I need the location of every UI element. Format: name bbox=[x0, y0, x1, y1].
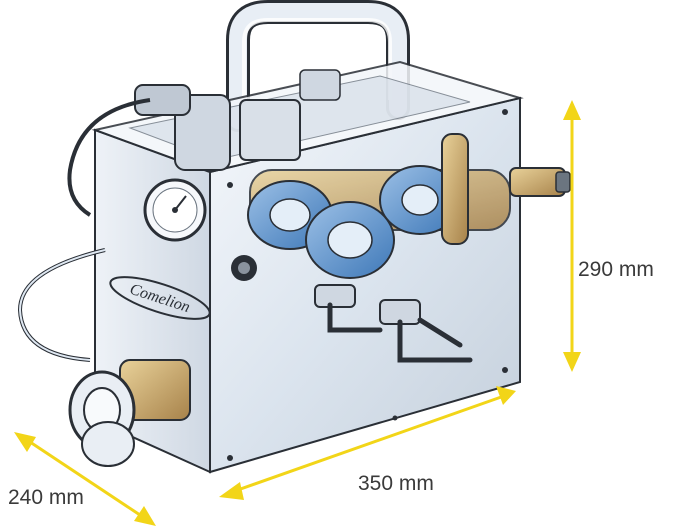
inlet-filter bbox=[68, 359, 191, 467]
motor-assembly bbox=[134, 69, 341, 171]
carry-handle-icon bbox=[226, 0, 410, 132]
width-label: 350 mm bbox=[358, 472, 434, 495]
valve-manifold bbox=[231, 133, 571, 363]
depth-dimension-arrow bbox=[14, 432, 156, 526]
filter-housing bbox=[305, 201, 395, 279]
height-dimension-arrow bbox=[563, 100, 581, 372]
pressure-gauge-icon bbox=[143, 178, 207, 242]
filter-housing bbox=[379, 165, 461, 235]
depth-label: 240 mm bbox=[8, 486, 84, 509]
height-label: 290 mm bbox=[578, 258, 654, 281]
hose-icon bbox=[17, 98, 151, 362]
width-dimension-arrow bbox=[219, 386, 516, 500]
